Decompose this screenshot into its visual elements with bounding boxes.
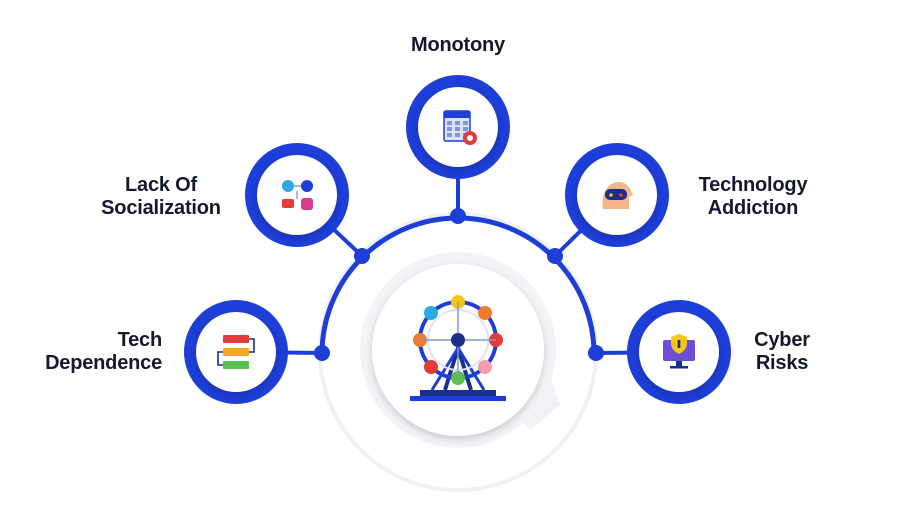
gamepad-button	[619, 193, 623, 197]
label-technology-addiction: Technology Addiction	[678, 174, 828, 220]
flow-arrows	[217, 338, 255, 366]
monitor-stand	[676, 361, 682, 366]
bingo-cell	[463, 121, 468, 125]
node-monotony	[406, 75, 510, 224]
node-tech-dependence	[184, 300, 330, 404]
label-line: Dependence	[45, 352, 162, 374]
instagram-icon	[301, 198, 313, 210]
label-line: Tech	[117, 329, 163, 351]
junction-dot-monotony	[450, 208, 466, 224]
label-line: Monotony	[411, 34, 505, 56]
flow-box-orange	[223, 348, 249, 356]
flow-box-green	[223, 361, 249, 369]
junction-dot-cyber-risks	[588, 345, 604, 361]
bingo-card-icon	[443, 110, 477, 145]
label-line: Socialization	[101, 197, 221, 219]
ferris-wheel-icon	[410, 295, 506, 401]
bingo-cell	[455, 121, 460, 125]
bingo-header	[444, 111, 470, 118]
node-cyber-risks	[588, 300, 731, 404]
bingo-cell	[463, 127, 468, 131]
bingo-cell	[447, 133, 452, 137]
social-media-icon	[282, 180, 313, 210]
bingo-cell	[447, 127, 452, 131]
label-line: Risks	[755, 352, 809, 374]
node-lack-of-socialization	[245, 143, 370, 264]
flow-box-red	[223, 335, 249, 343]
facebook-icon	[301, 180, 313, 192]
label-line: Cyber	[754, 329, 810, 351]
gamepad-button	[609, 193, 613, 197]
label-line: Technology	[698, 174, 808, 196]
bingo-cell	[447, 121, 452, 125]
bingo-ball-center	[467, 135, 473, 141]
label-tech-dependence: Tech Dependence	[20, 329, 162, 375]
monitor-base	[670, 366, 688, 369]
youtube-icon	[282, 199, 294, 208]
monitor-shield-icon	[663, 334, 695, 369]
label-line: Lack Of	[125, 174, 197, 196]
node-technology-addiction	[547, 143, 669, 264]
flowchart-icon	[217, 335, 255, 369]
shield-keyhole	[677, 340, 681, 348]
label-lack-of-socialization: Lack Of Socialization	[90, 174, 232, 220]
gamepad	[605, 189, 627, 200]
label-monotony: Monotony	[380, 34, 536, 57]
gamepad-head-icon	[602, 181, 633, 209]
twitter-icon	[282, 180, 294, 192]
label-cyber-risks: Cyber Risks	[742, 329, 822, 375]
junction-dot-tech-dependence	[314, 345, 330, 361]
center-hub	[360, 252, 560, 448]
label-line: Addiction	[707, 197, 799, 219]
junction-dot-lack-of-socialization	[354, 248, 370, 264]
bingo-cell	[455, 127, 460, 131]
junction-dot-technology-addiction	[547, 248, 563, 264]
social-links	[294, 185, 301, 199]
bingo-cell	[455, 133, 460, 137]
nodes-layer	[184, 75, 731, 404]
